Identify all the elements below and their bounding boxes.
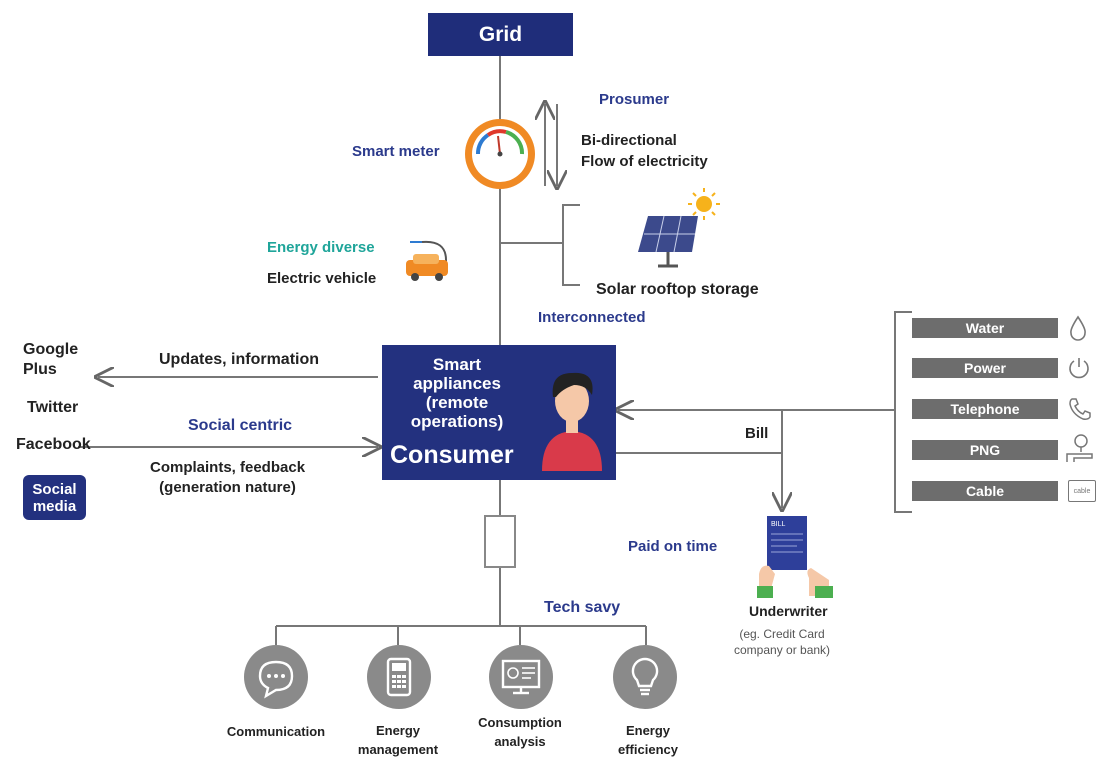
utility-cable: Cable: [912, 481, 1058, 501]
tech-label-energy-efficiency: Energy efficiency: [618, 723, 678, 757]
utility-png: PNG: [912, 440, 1058, 460]
utility-power: Power: [912, 358, 1058, 378]
facebook-label: Facebook: [16, 436, 91, 453]
underwriter-note: (eg. Credit Card company or bank): [734, 627, 831, 657]
electric-vehicle-icon: [406, 240, 448, 281]
electric-vehicle-label: Electric vehicle: [267, 270, 377, 287]
water-drop-icon: [1070, 315, 1086, 341]
paid-on-time-label: Paid on time: [628, 538, 718, 555]
smart-meter-label: Smart meter: [352, 143, 440, 160]
tech-label-communication: Communication: [226, 724, 326, 739]
consumer-person-icon: [542, 372, 602, 471]
power-icon: [1069, 358, 1089, 379]
bidirectional-label: Bi-directional Flow of electricity: [581, 132, 708, 170]
meter-device-box: [484, 515, 516, 568]
interconnected-label: Interconnected: [538, 309, 646, 326]
twitter-label: Twitter: [27, 399, 79, 416]
telephone-icon: [1069, 398, 1091, 420]
grid-box: Grid: [428, 13, 573, 56]
updates-label: Updates, information: [159, 351, 320, 368]
prosumer-label: Prosumer: [599, 91, 670, 108]
tech-savy-label: Tech savy: [544, 599, 621, 616]
chat-icon: [244, 645, 308, 709]
bill-card-text: BILL: [771, 521, 786, 528]
solar-panel-icon: [638, 188, 720, 268]
energy-diverse-label: Energy diverse: [267, 239, 375, 256]
complaints-label: Complaints, feedback (generation nature): [150, 459, 306, 496]
tech-label-energy-management: Energy management: [357, 723, 439, 757]
consumer-label: Consumer: [390, 441, 514, 469]
utility-bracket: [894, 311, 912, 513]
utility-telephone: Telephone: [912, 399, 1058, 419]
tech-label-consumption-analysis: Consumption analysis: [478, 715, 562, 749]
bill-label: Bill: [745, 425, 769, 442]
social-centric-label: Social centric: [188, 417, 293, 434]
consumer-box: Smart appliances (remote operations) Con…: [382, 345, 616, 480]
underwriter-label: Underwriter: [749, 603, 828, 619]
smart-appliances-label: Smart appliances (remote operations): [410, 355, 504, 431]
solar-label: Solar rooftop storage: [596, 281, 759, 298]
utility-water: Water: [912, 318, 1058, 338]
google-plus-label: Google Plus: [23, 341, 79, 378]
analysis-screen-icon: [489, 645, 553, 709]
gas-tap-icon: [1066, 434, 1093, 462]
smart-meter-device-icon: [367, 645, 431, 709]
lightbulb-icon: [613, 645, 677, 709]
solar-bracket: [562, 204, 580, 286]
bill-payment-icon: BILL: [757, 516, 833, 598]
smart-meter-icon: [465, 119, 535, 189]
cable-icon: cable: [1068, 480, 1096, 502]
